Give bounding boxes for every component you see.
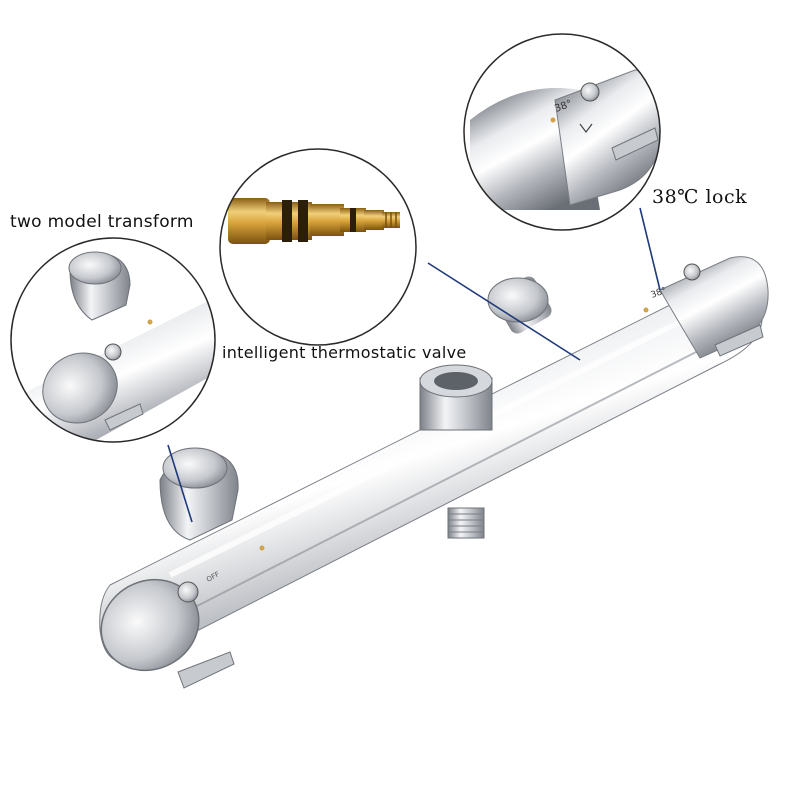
pointer-line-lock — [639, 207, 661, 291]
label-temperature-lock: 38℃ lock — [652, 186, 748, 208]
pointer-line-transform — [167, 444, 193, 523]
pointer-lines — [167, 207, 661, 523]
zoom-circle-cartridge — [219, 148, 417, 346]
zoom-circle-temperature-lock: 38° — [463, 33, 661, 231]
brass-cartridge-image — [228, 198, 400, 244]
label-thermostatic-valve: intelligent thermostatic valve — [222, 343, 467, 362]
pointer-line-cartridge — [427, 262, 581, 361]
zoom-circle-mode-transform — [10, 237, 216, 443]
label-mode-transform: two model transform — [10, 212, 194, 232]
valve-body — [99, 256, 769, 689]
